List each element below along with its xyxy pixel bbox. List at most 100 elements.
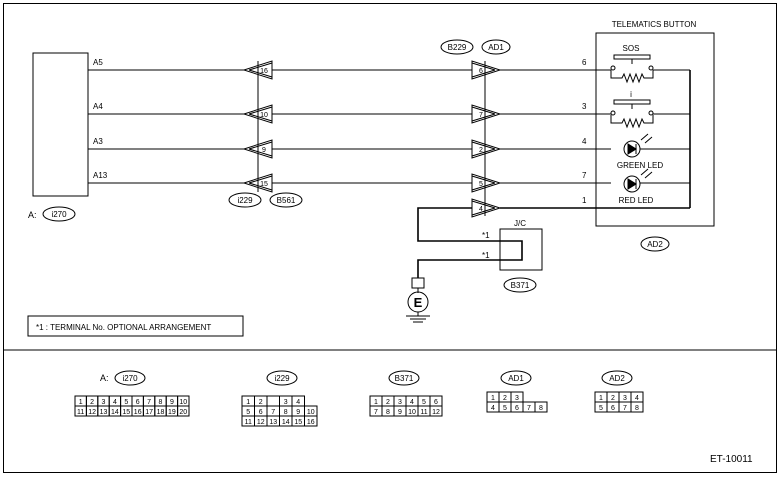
jc-star-2: *1 [482, 251, 490, 260]
outer-frame [3, 3, 777, 473]
connector-code-b371: B371 [511, 281, 530, 290]
legend-b371-pin: 1 [374, 399, 378, 406]
note-text: *1 : TERMINAL No. OPTIONAL ARRANGEMENT [36, 323, 211, 332]
legend-ad1-pin: 5 [503, 405, 507, 412]
legend-i229-pin: 10 [307, 409, 315, 416]
legend-b371-pin: 12 [432, 409, 440, 416]
module-connector-oval [42, 206, 76, 222]
legend-i229-pin: 13 [269, 419, 277, 426]
legend-i229-pin: 16 [307, 419, 315, 426]
mid-connector-terminal-pin: 16 [260, 68, 268, 75]
legend-ad2-pin: 7 [623, 405, 627, 412]
module-pin-label: A3 [93, 137, 103, 146]
legend-i270-pin: 10 [179, 399, 187, 406]
connector-oval-ad1 [481, 39, 511, 55]
legend-b371-pin: 8 [386, 409, 390, 416]
sos-switch: SOS [610, 44, 654, 84]
button-pin-label: 6 [582, 58, 587, 67]
legend-i229-pin: 8 [284, 409, 288, 416]
legend-ad2-pin: 6 [611, 405, 615, 412]
legend-i270-pin: 13 [100, 409, 108, 416]
ground-connector-terminal-pin: 4 [479, 206, 483, 213]
legend-i229-pin: 11 [245, 419, 252, 426]
legend-i270-pin: 2 [90, 399, 94, 406]
legend-i270-pin: 20 [179, 409, 187, 416]
legend-b371-pin: 5 [422, 399, 426, 406]
right-connector-terminal: 2 [471, 139, 502, 159]
right-connector-terminal-pin: 6 [479, 68, 483, 75]
legend-i270-pin: 8 [159, 399, 163, 406]
legend-i229-pin: 15 [294, 419, 302, 426]
connector-oval-b371 [503, 277, 537, 293]
legend-i270-pin: 16 [134, 409, 142, 416]
legend-b371-pin: 6 [434, 399, 438, 406]
right-connector-terminal: 7 [471, 104, 502, 124]
connector-code-ad2: AD2 [647, 240, 663, 249]
legend-i229-pin: 1 [246, 399, 250, 406]
legend-ad2-pin: 3 [623, 395, 627, 402]
legend-ad2-pin: 5 [599, 405, 603, 412]
telematics-title: TELEMATICS BUTTON [612, 20, 697, 29]
legend-ad1-pin: 1 [491, 395, 495, 402]
legend-b371-pin: 7 [374, 409, 378, 416]
jc-box [499, 228, 543, 271]
red-led-label: RED LED [619, 196, 654, 205]
connector-code-b561: B561 [277, 196, 296, 205]
legend-i270-pin: 7 [147, 399, 151, 406]
right-connector-terminal: 5 [471, 173, 502, 193]
legend-i229-oval [266, 370, 298, 386]
legend-i229-pin: 4 [296, 399, 300, 406]
legend-i229-pin: 2 [259, 399, 263, 406]
red-led: RED LED [619, 168, 654, 205]
legend-ad1-pin: 3 [515, 395, 519, 402]
legend-i270-pin: 1 [79, 399, 83, 406]
mid-connector-terminal-pin: 9 [262, 147, 266, 154]
legend-i229-pin: 3 [284, 399, 288, 406]
legend-ad1-pin: 7 [527, 405, 531, 412]
legend-ad2-pin: 2 [611, 395, 615, 402]
legend-i270-pin: 19 [168, 409, 176, 416]
connector-oval-i229 [228, 192, 262, 208]
connector-oval-b561 [269, 192, 303, 208]
button-pin-label: 4 [582, 137, 587, 146]
legend-i270-pin: 11 [77, 409, 84, 416]
connector-code-i229: i229 [237, 196, 253, 205]
mid-connector-terminal-pin: 15 [260, 181, 268, 188]
connector-oval-b229 [440, 39, 474, 55]
legend-ad1-oval [500, 370, 532, 386]
right-connector-terminal-pin: 5 [479, 181, 483, 188]
info-switch: i [610, 90, 654, 129]
green-led-label: GREEN LED [617, 161, 663, 170]
ground-terminal [411, 277, 425, 289]
button-pin-label: 1 [582, 196, 587, 205]
legend-ad1-pin: 8 [539, 405, 543, 412]
legend-b371-cell [429, 405, 443, 417]
green-led: GREEN LED [617, 133, 663, 170]
legend-i229-cell [304, 415, 318, 427]
control-module-box [32, 52, 89, 197]
legend-i270-prefix: A: [100, 373, 109, 383]
right-connector-terminal: 6 [471, 60, 502, 80]
legend-i229-pin: 9 [296, 409, 300, 416]
mid-connector-terminal-pin: 10 [260, 112, 268, 119]
legend-b371-code: B371 [395, 374, 414, 383]
legend-i229-pin: 7 [271, 409, 275, 416]
legend-i229-pin: 14 [282, 419, 290, 426]
legend-i270-pin: 3 [102, 399, 106, 406]
connector-code-ad1: AD1 [488, 43, 504, 52]
legend-ad1-pin: 2 [503, 395, 507, 402]
legend-b371-pin: 9 [398, 409, 402, 416]
legend-ad1-code: AD1 [508, 374, 524, 383]
legend-i229-pin: 5 [246, 409, 250, 416]
legend-ad2-pin: 1 [599, 395, 603, 402]
jc-star-1: *1 [482, 231, 490, 240]
module-pin-label: A4 [93, 102, 103, 111]
legend-i270-code: i270 [122, 374, 138, 383]
